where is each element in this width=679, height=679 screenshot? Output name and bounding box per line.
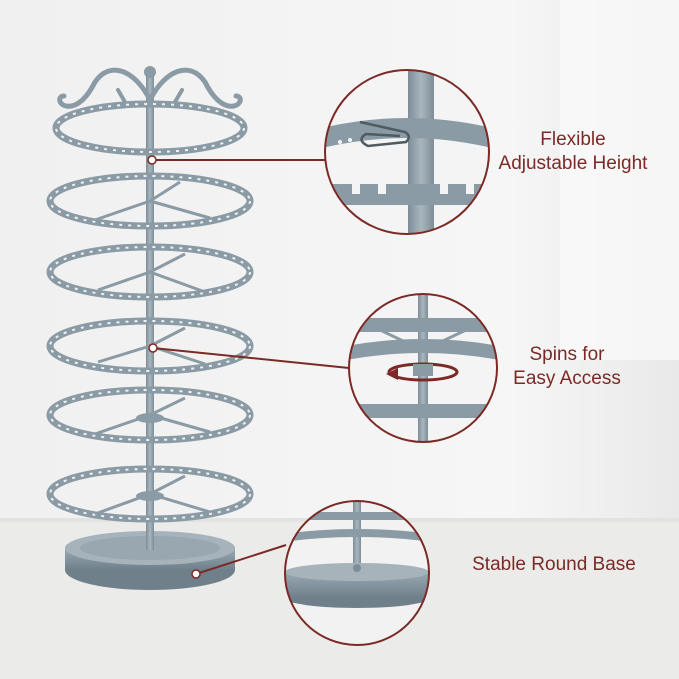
callout-dot-base (191, 569, 201, 579)
tier-3 (46, 243, 254, 301)
tier-6 (46, 465, 254, 523)
callout-lines (147, 155, 350, 579)
feature-label-spin: Spins for Easy Access (492, 343, 642, 391)
top-hook-left (57, 67, 153, 109)
feature-label-base: Stable Round Base (454, 553, 654, 577)
feature-label-adjustable-height: Flexible Adjustable Height (478, 128, 668, 176)
detail-circle-height (324, 69, 490, 235)
feature-label-line: Flexible (540, 129, 606, 150)
feature-label-line: Easy Access (513, 368, 621, 389)
detail-circle-spin (348, 293, 498, 443)
feature-label-line: Stable Round Base (472, 554, 636, 575)
callout-dot-height (147, 155, 157, 165)
tier-2 (46, 172, 254, 230)
window-light (560, 0, 679, 360)
top-hook-right (147, 67, 243, 109)
tower-pole (146, 72, 154, 550)
feature-label-line: Spins for (529, 344, 605, 365)
callout-dot-spin (148, 343, 158, 353)
tier-1 (52, 100, 248, 156)
jewelry-tower (46, 66, 254, 590)
detail-circle-base (284, 500, 430, 646)
tier-4 (46, 317, 254, 375)
feature-label-line: Adjustable Height (498, 153, 648, 174)
tier-5 (46, 386, 254, 444)
